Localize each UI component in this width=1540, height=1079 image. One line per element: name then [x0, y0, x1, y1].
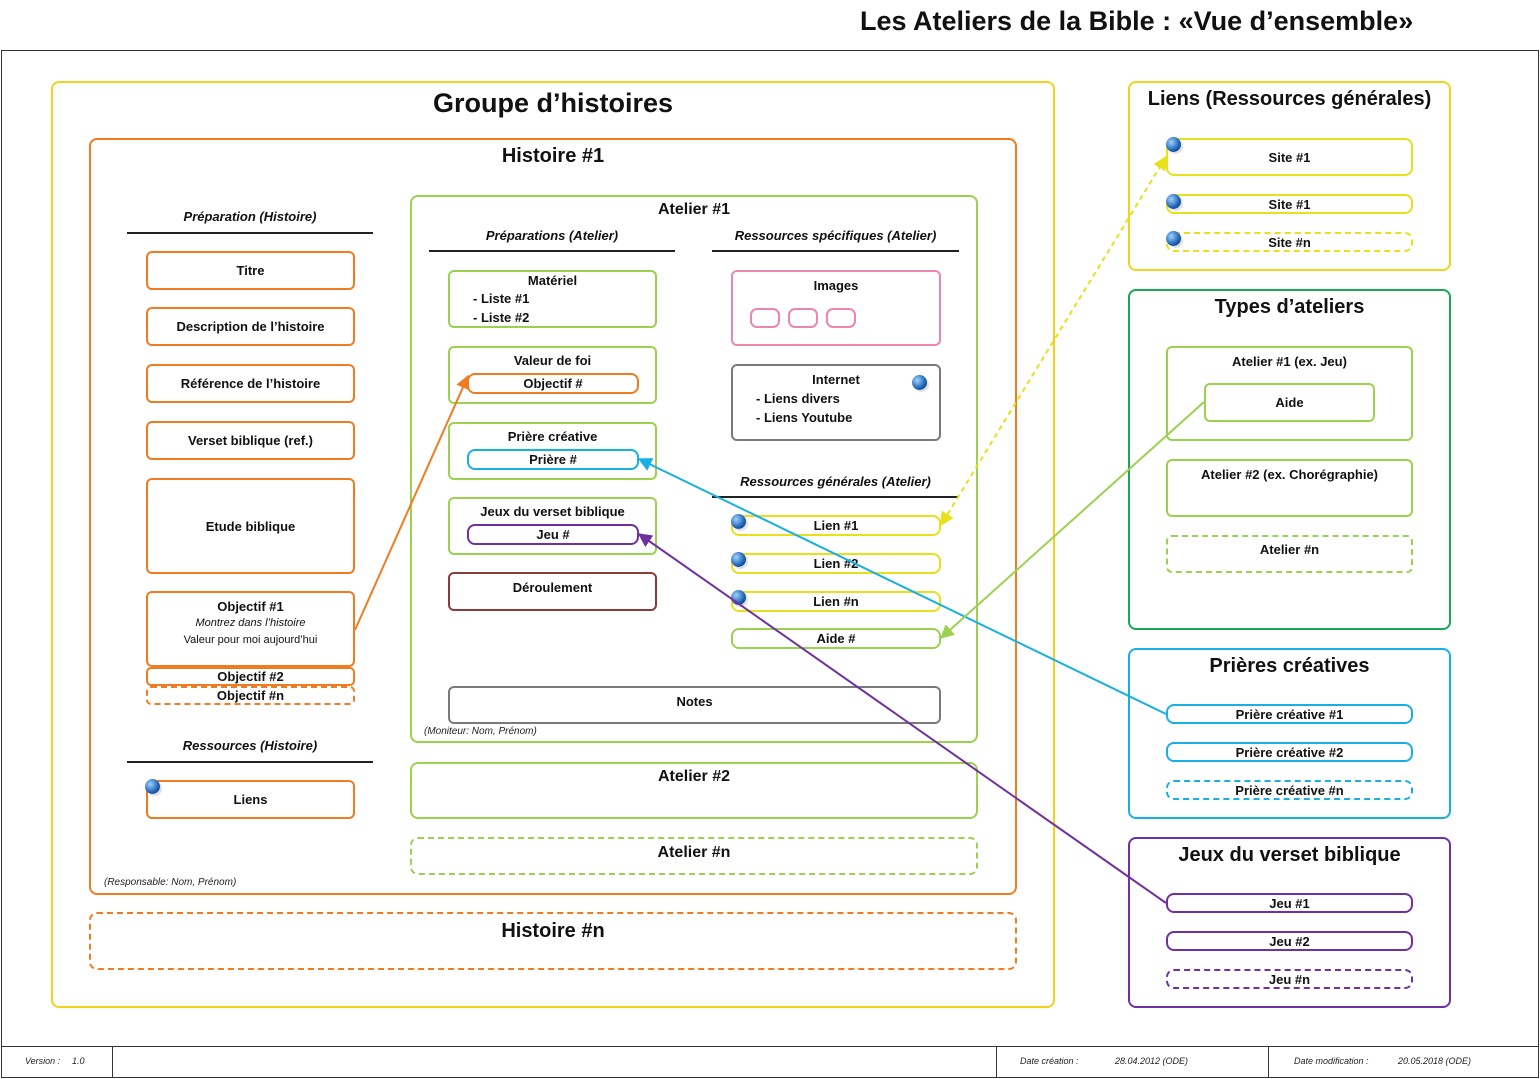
creation-value: 28.04.2012 (ODE) [1115, 1056, 1189, 1066]
liens-histoire-box[interactable]: Liens [146, 780, 355, 819]
objectif-atelier-box[interactable]: Objectif # [467, 373, 639, 394]
histoiren-box[interactable] [89, 912, 1017, 970]
priere-atelier-box[interactable]: Prière # [467, 449, 639, 470]
jeux-verset-title: Jeux du verset biblique [480, 504, 625, 519]
histoiren-title: Histoire #n [501, 920, 605, 942]
image-thumb[interactable] [826, 308, 856, 328]
internet-item-2: - Liens Youtube [756, 410, 853, 425]
globe-icon [912, 375, 927, 390]
deroulement-title: Déroulement [512, 580, 593, 595]
footer-divider [1268, 1046, 1269, 1078]
priere2-box[interactable]: Prière créative #2 [1166, 742, 1413, 762]
prep-atelier-header: Préparations (Atelier) [485, 228, 619, 243]
ressources-histoire-rule [127, 761, 373, 763]
type-ateliern-box[interactable]: Atelier #n [1166, 535, 1413, 573]
footer-bar [1, 1046, 1539, 1078]
materiel-title: Matériel [527, 273, 578, 288]
internet-item-1: - Liens divers [756, 391, 840, 406]
type-atelier1-title: Atelier #1 (ex. Jeu) [1232, 354, 1347, 369]
res-spec-header: Ressources spécifiques (Atelier) [734, 228, 937, 243]
prep-atelier-rule [429, 250, 675, 252]
globe-icon [1166, 137, 1181, 152]
priere-creative-title: Prière créative [507, 429, 598, 444]
atelier2-title: Atelier #2 [657, 768, 731, 785]
prep-histoire-header: Préparation (Histoire) [183, 209, 317, 224]
version-value: 1.0 [72, 1056, 85, 1066]
liens-generales-title: Liens (Ressources générales) [1147, 88, 1432, 110]
version-label: Version : [25, 1056, 61, 1066]
type-atelier2-box[interactable]: Atelier #2 (ex. Chorégraphie) [1166, 459, 1413, 517]
objectif1-title: Objectif #1 [217, 599, 284, 614]
deroulement-box[interactable]: Déroulement [448, 572, 657, 611]
types-ateliers-title: Types d’ateliers [1214, 296, 1365, 318]
type-aide-box[interactable]: Aide [1204, 383, 1375, 422]
image-thumb[interactable] [750, 308, 780, 328]
moniteur-label: (Moniteur: Nom, Prénom) [424, 726, 537, 737]
materiel-item-2: - Liste #2 [473, 310, 530, 325]
objectif1-line2: Valeur pour moi aujourd’hui [183, 634, 318, 646]
internet-box[interactable]: Internet [731, 364, 941, 441]
priere1-box[interactable]: Prière créative #1 [1166, 704, 1413, 724]
res-gen-header: Ressources générales (Atelier) [740, 474, 931, 489]
page-title: Les Ateliers de la Bible : «Vue d’ensemb… [860, 6, 1414, 36]
objectif1-line1: Montrez dans l’histoire [195, 617, 306, 629]
footer-divider [112, 1046, 113, 1078]
outer-frame [1, 50, 1539, 1078]
lienn-box[interactable]: Lien #n [731, 591, 941, 612]
reference-box[interactable]: Référence de l’histoire [146, 364, 355, 403]
notes-title: Notes [676, 694, 713, 709]
objectif2-box[interactable]: Objectif #2 [146, 667, 355, 686]
globe-icon [731, 552, 746, 567]
prep-histoire-rule [127, 232, 373, 234]
description-box[interactable]: Description de l’histoire [146, 307, 355, 346]
image-thumb[interactable] [788, 308, 818, 328]
images-title: Images [813, 278, 859, 293]
globe-icon [1166, 194, 1181, 209]
jeun-box[interactable]: Jeu #n [1166, 969, 1413, 989]
site1a-box[interactable]: Site #1 [1166, 138, 1413, 176]
atelier1-title: Atelier #1 [657, 201, 731, 218]
titre-box[interactable]: Titre [146, 251, 355, 290]
responsable-label: (Responsable: Nom, Prénom) [104, 877, 237, 888]
objectif1-box[interactable]: Objectif #1 Montrez dans l’histoire Vale… [146, 591, 355, 667]
footer-divider [996, 1046, 997, 1078]
globe-icon [731, 514, 746, 529]
lien2-box[interactable]: Lien #2 [731, 553, 941, 574]
internet-title: Internet [812, 372, 860, 387]
valeur-title: Valeur de foi [513, 353, 592, 368]
globe-icon [731, 590, 746, 605]
jeu-atelier-box[interactable]: Jeu # [467, 524, 639, 545]
etude-box[interactable]: Etude biblique [146, 478, 355, 574]
site1b-box[interactable]: Site #1 [1166, 194, 1413, 214]
lien1-box[interactable]: Lien #1 [731, 515, 941, 536]
modif-label: Date modification : [1294, 1056, 1369, 1066]
materiel-box[interactable]: Matériel [448, 270, 657, 328]
prieren-box[interactable]: Prière créative #n [1166, 780, 1413, 800]
histoire1-title: Histoire #1 [501, 145, 605, 167]
materiel-item-1: - Liste #1 [473, 291, 530, 306]
res-spec-rule [712, 250, 959, 252]
creation-label: Date création : [1020, 1056, 1079, 1066]
ressources-histoire-header: Ressources (Histoire) [182, 738, 318, 753]
globe-icon [1166, 231, 1181, 246]
jeux-title: Jeux du verset biblique [1178, 844, 1401, 866]
notes-box[interactable]: Notes [448, 686, 941, 724]
jeu2-box[interactable]: Jeu #2 [1166, 931, 1413, 951]
objectifn-box[interactable]: Objectif #n [146, 686, 355, 705]
type-atelier2-title: Atelier #2 (ex. Chorégraphie) [1201, 467, 1378, 482]
globe-icon [145, 779, 160, 794]
verset-box[interactable]: Verset biblique (ref.) [146, 421, 355, 460]
aide-atelier-box[interactable]: Aide # [731, 628, 941, 649]
ateliern-title: Atelier #n [657, 844, 731, 861]
prieres-title: Prières créatives [1209, 655, 1370, 677]
jeu1-box[interactable]: Jeu #1 [1166, 893, 1413, 913]
siten-box[interactable]: Site #n [1166, 232, 1413, 252]
groupe-title: Groupe d’histoires [432, 88, 674, 118]
res-gen-rule [712, 496, 959, 498]
modif-value: 20.05.2018 (ODE) [1398, 1056, 1472, 1066]
